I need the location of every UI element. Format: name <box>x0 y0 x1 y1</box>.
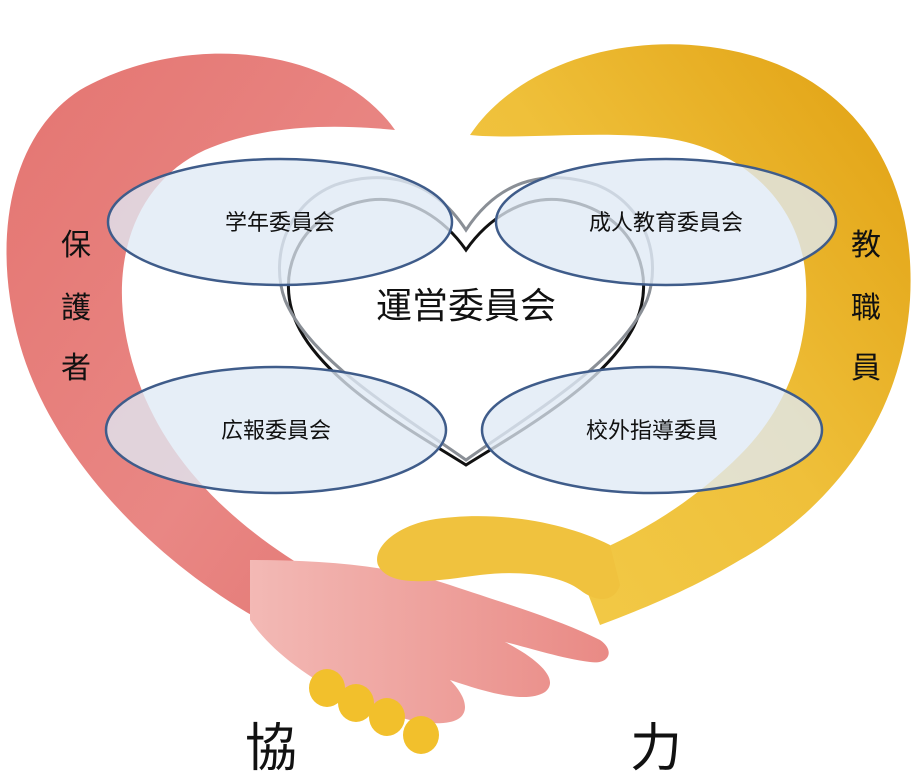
right-side-char: 職 <box>851 291 881 326</box>
committee-label-top-right: 成人教育委員会 <box>589 211 743 236</box>
bottom-char-left: 協 <box>245 719 297 775</box>
committee-label-bottom-left: 広報委員会 <box>221 419 331 444</box>
left-side-char: 保 <box>61 228 91 263</box>
committee-ellipse-bottom-left <box>104 365 448 495</box>
bottom-char-right: 力 <box>630 719 682 775</box>
committee-ellipse-bottom-right <box>480 365 824 495</box>
left-hand-shape <box>250 560 609 724</box>
center-label: 運営委員会 <box>376 286 556 327</box>
committee-ellipse-top-right <box>494 157 838 287</box>
committee-ellipse-top-left <box>106 157 454 287</box>
fingertip-dot <box>403 716 439 754</box>
right-side-char: 教 <box>851 228 881 263</box>
left-side-char: 護 <box>61 291 91 326</box>
right-side-char: 員 <box>851 351 881 386</box>
fingertip-dot <box>309 669 345 707</box>
committee-label-bottom-right: 校外指導委員 <box>586 419 718 444</box>
right-hand-shape <box>377 516 620 600</box>
fingertip-dot <box>369 698 405 736</box>
left-side-char: 者 <box>61 351 91 386</box>
committee-label-top-left: 学年委員会 <box>225 211 335 236</box>
fingertip-dot <box>338 684 374 722</box>
